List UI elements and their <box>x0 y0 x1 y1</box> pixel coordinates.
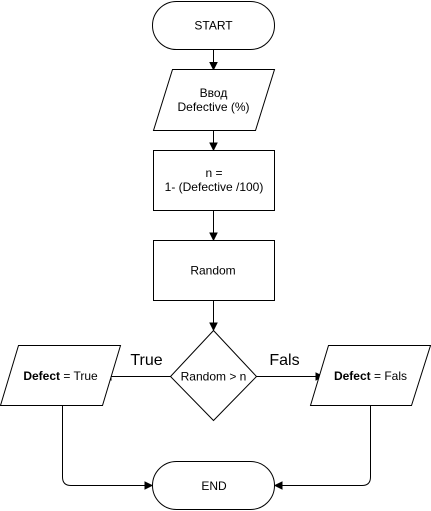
defect-false-varname: Defect <box>334 369 371 383</box>
random-process: Random <box>153 240 275 301</box>
start-label: START <box>194 19 233 33</box>
random-label: Random <box>190 264 235 278</box>
edge-true-to-end <box>62 405 154 490</box>
defect-false-assign: = Fals <box>371 369 407 383</box>
defect-true-label: Defect = True <box>23 369 98 383</box>
input-label-line2: Defective (%) <box>177 100 249 114</box>
true-edge-label: True <box>130 352 162 369</box>
start-terminator: START <box>152 1 275 50</box>
decision-label: Random > n <box>181 370 247 384</box>
edge-random-to-decision <box>209 300 218 332</box>
compute-label-line1: n = <box>205 166 222 180</box>
edge-start-to-input <box>209 49 218 71</box>
defect-false-shape: Defect = Fals <box>309 345 431 406</box>
edge-decision-to-false: Fals <box>256 352 325 381</box>
defect-true-assign: = True <box>60 369 98 383</box>
edge-false-to-end <box>273 405 371 490</box>
end-label: END <box>201 479 227 493</box>
edge-compute-to-random <box>209 210 218 242</box>
defect-true-shape: Defect = True <box>0 345 122 406</box>
input-data-shape: Ввод Defective (%) <box>152 69 276 131</box>
false-edge-label: Fals <box>269 352 299 369</box>
edge-input-to-compute <box>209 130 218 152</box>
defect-true-varname: Defect <box>23 369 60 383</box>
input-label-line1: Ввод <box>200 86 228 100</box>
defect-false-label: Defect = Fals <box>334 369 407 383</box>
compute-label-line2: 1- (Defective /100) <box>165 180 264 194</box>
compute-process: n = 1- (Defective /100) <box>153 150 275 211</box>
end-terminator: END <box>152 461 275 510</box>
decision-diamond: Random > n <box>169 329 258 422</box>
